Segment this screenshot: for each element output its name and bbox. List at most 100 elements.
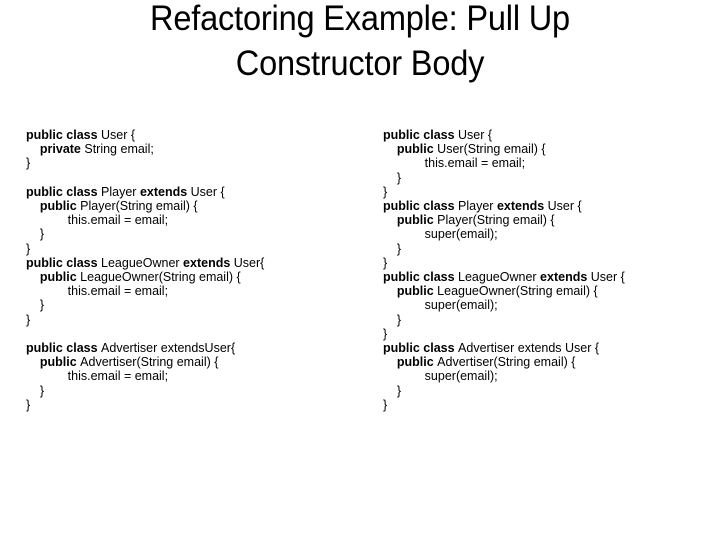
code-text: } xyxy=(383,326,388,341)
code-line: } xyxy=(383,384,718,398)
code-line: } xyxy=(383,242,718,256)
code-keyword: public xyxy=(383,213,438,228)
code-text: this.email = email; xyxy=(383,156,526,171)
code-text: } xyxy=(383,184,388,199)
code-block: public class User { private String email… xyxy=(26,128,366,171)
code-line: } xyxy=(383,313,718,327)
code-line: public class Advertiser extends User { xyxy=(383,341,718,355)
code-keyword: public class xyxy=(383,128,459,142)
code-line: public Advertiser(String email) { xyxy=(26,355,366,369)
code-keyword: public class xyxy=(26,255,102,270)
code-line: super(email); xyxy=(383,298,718,312)
code-text: } xyxy=(383,397,388,412)
code-blank-line xyxy=(26,327,366,341)
code-line: public LeagueOwner(String email) { xyxy=(383,284,718,298)
code-text: } xyxy=(383,255,388,270)
code-blank-line xyxy=(26,171,366,185)
code-keyword: public class xyxy=(383,270,459,285)
code-block: public class User { public User(String e… xyxy=(383,128,718,199)
code-text: super(email); xyxy=(383,227,498,242)
code-text: Player(String email) { xyxy=(80,199,198,213)
page-title-line-1: Refactoring Example: Pull Up xyxy=(150,0,570,38)
code-block: public class Player extends User { publi… xyxy=(26,185,366,256)
code-line: public Player(String email) { xyxy=(26,199,366,213)
code-keyword: extends xyxy=(139,184,191,199)
code-text: String email; xyxy=(84,142,154,157)
code-text: User { xyxy=(590,270,625,285)
code-text: } xyxy=(383,170,402,185)
code-text: } xyxy=(26,383,45,398)
code-text: } xyxy=(26,227,45,242)
code-text: Advertiser extendsUser{ xyxy=(101,341,236,356)
code-text: } xyxy=(26,298,45,313)
code-keyword: extends xyxy=(183,255,234,270)
code-line: this.email = email; xyxy=(26,284,366,298)
code-keyword: public xyxy=(383,355,438,370)
code-keyword: public class xyxy=(383,341,459,356)
code-text: Advertiser(String email) { xyxy=(437,355,576,370)
code-line: } xyxy=(26,242,366,256)
code-text: User(String email) { xyxy=(437,142,546,157)
code-text: Player(String email) { xyxy=(437,213,555,228)
page-title-line-2: Constructor Body xyxy=(235,44,485,83)
code-keyword: public class xyxy=(26,341,102,356)
code-line: this.email = email; xyxy=(26,369,366,383)
code-keyword: public class xyxy=(26,128,102,142)
code-line: } xyxy=(26,298,366,312)
code-text: LeagueOwner(String email) { xyxy=(437,284,598,299)
code-line: } xyxy=(383,185,718,199)
code-line: super(email); xyxy=(383,227,718,241)
code-keyword: public class xyxy=(26,184,102,199)
code-text: LeagueOwner xyxy=(101,255,184,270)
code-line: public Player(String email) { xyxy=(383,213,718,227)
code-text: } xyxy=(26,397,31,412)
code-text: this.email = email; xyxy=(26,213,169,228)
code-line: } xyxy=(26,398,366,412)
code-text: Player xyxy=(101,184,140,199)
code-text: User { xyxy=(458,128,493,142)
code-keyword: public xyxy=(26,270,81,285)
code-line: } xyxy=(383,398,718,412)
code-line: } xyxy=(26,313,366,327)
code-line: this.email = email; xyxy=(383,156,718,170)
code-keyword: public class xyxy=(383,199,459,214)
code-line: } xyxy=(383,327,718,341)
code-text: this.email = email; xyxy=(26,284,169,299)
code-text: User { xyxy=(190,184,225,199)
code-line: public LeagueOwner(String email) { xyxy=(26,270,366,284)
code-line: public class Advertiser extendsUser{ xyxy=(26,341,366,355)
code-text: } xyxy=(383,312,402,327)
code-block: public class Player extends User { publi… xyxy=(383,199,718,270)
code-text: } xyxy=(26,312,31,327)
code-column-after: public class User { public User(String e… xyxy=(383,128,718,412)
code-text: LeagueOwner xyxy=(458,270,541,285)
code-column-before: public class User { private String email… xyxy=(26,128,366,412)
code-block: public class Advertiser extends User { p… xyxy=(383,341,718,412)
code-line: super(email); xyxy=(383,369,718,383)
code-line: public class LeagueOwner extends User{ xyxy=(26,256,366,270)
code-text: super(email); xyxy=(383,298,498,313)
code-line: public User(String email) { xyxy=(383,142,718,156)
code-text: Advertiser(String email) { xyxy=(80,355,219,370)
code-line: public class Player extends User { xyxy=(26,185,366,199)
code-text: User { xyxy=(101,128,136,142)
code-keyword: public xyxy=(383,284,438,299)
code-line: } xyxy=(26,384,366,398)
code-keyword: private xyxy=(26,142,85,157)
code-text: User{ xyxy=(233,255,265,270)
code-keyword: extends xyxy=(496,199,548,214)
code-block: public class LeagueOwner extends User{ p… xyxy=(26,256,366,327)
code-line: public Advertiser(String email) { xyxy=(383,355,718,369)
code-line: private String email; xyxy=(26,142,366,156)
code-text: } xyxy=(26,156,31,171)
code-line: } xyxy=(383,171,718,185)
code-line: } xyxy=(383,256,718,270)
code-keyword: public xyxy=(26,355,81,370)
code-text: this.email = email; xyxy=(26,369,169,384)
page-title: Refactoring Example: Pull Up Constructor… xyxy=(0,0,720,86)
code-text: } xyxy=(383,383,402,398)
code-line: public class Player extends User { xyxy=(383,199,718,213)
code-keyword: public xyxy=(383,142,438,157)
code-block: public class Advertiser extendsUser{ pub… xyxy=(26,341,366,412)
